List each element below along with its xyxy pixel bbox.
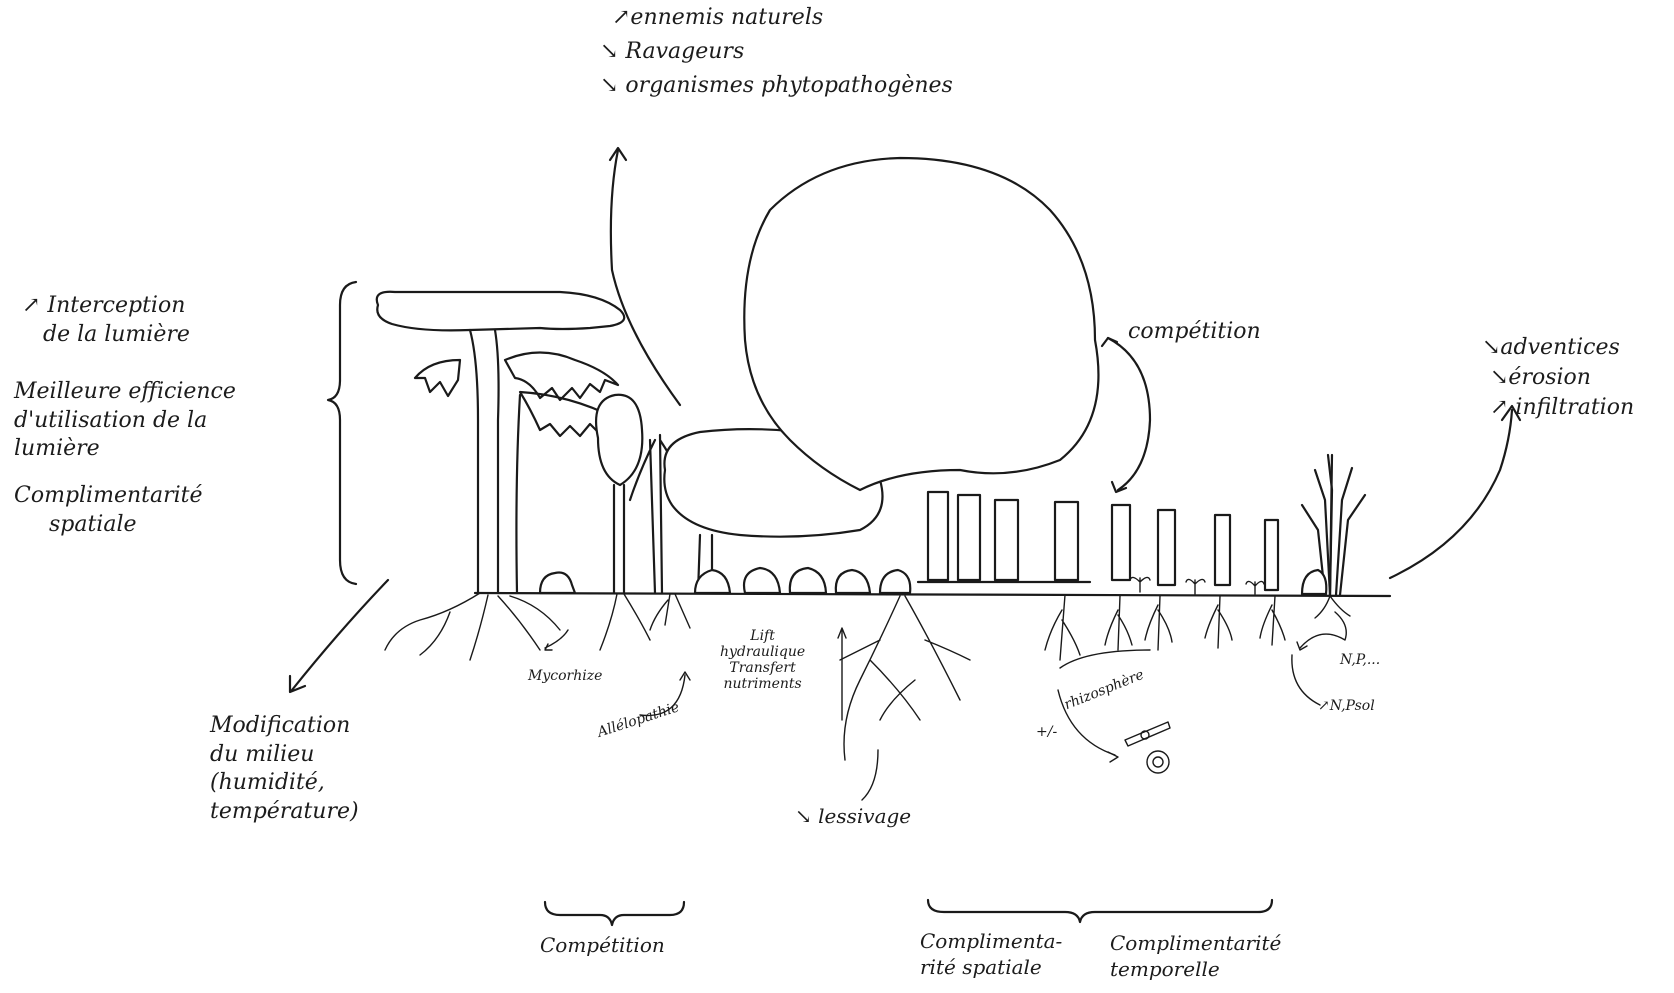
weeds-label: ↘adventices	[1482, 334, 1620, 363]
light-efficiency-label: Meilleure efficience d'utilisation de la…	[14, 378, 236, 464]
leaching-label: ↘ lessivage	[795, 803, 911, 829]
tall-tree-trunk	[470, 330, 478, 593]
pathogens-label: ↘ organismes phytopathogènes	[600, 72, 953, 101]
soil-organism	[1125, 722, 1170, 773]
hydraulic-lift-label: Lift hydraulique Transfert nutriments	[720, 628, 805, 692]
palm-trunk	[516, 395, 520, 593]
natural-enemies-label: ↗ennemis naturels	[612, 4, 823, 33]
soil-np-label: ↗N,Psol	[1318, 698, 1375, 714]
seedlings	[1130, 577, 1264, 594]
light-interception-label: ↗ Interception de la lumière	[22, 292, 190, 349]
tall-tree-trunk	[495, 330, 499, 593]
competition-bottom-label: Compétition	[540, 932, 665, 958]
spatial-complementarity-label: Complimentarité spatiale	[14, 482, 203, 539]
big-tree-crown	[744, 158, 1098, 490]
spatial-complementarity-bottom-label: Complimenta- rité spatiale	[920, 928, 1062, 980]
infiltration-label: ↗ infiltration	[1490, 394, 1634, 423]
competition-top-label: compétition	[1128, 318, 1261, 347]
bottom-brace-complementarity	[928, 900, 1272, 922]
bottom-brace-competition	[545, 902, 684, 925]
medium-tree-crown	[596, 395, 642, 485]
hedge-row	[918, 492, 1278, 590]
temporal-complementarity-label: Complimentarité temporelle	[1110, 930, 1281, 982]
medium-tree-trunk	[614, 485, 624, 593]
microclimate-label: Modification du milieu (humidité, tempér…	[210, 712, 359, 826]
plus-minus-label: +/-	[1036, 724, 1057, 740]
tall-tree-canopy	[377, 292, 624, 331]
left-brace	[328, 282, 356, 584]
palm-fronds	[415, 360, 460, 396]
mycorrhiza-label: Mycorhize	[528, 668, 602, 684]
erosion-label: ↘érosion	[1490, 364, 1591, 393]
ground-line	[475, 593, 1390, 596]
pests-label: ↘ Ravageurs	[600, 38, 744, 67]
npk-label: N,P,...	[1340, 652, 1380, 668]
